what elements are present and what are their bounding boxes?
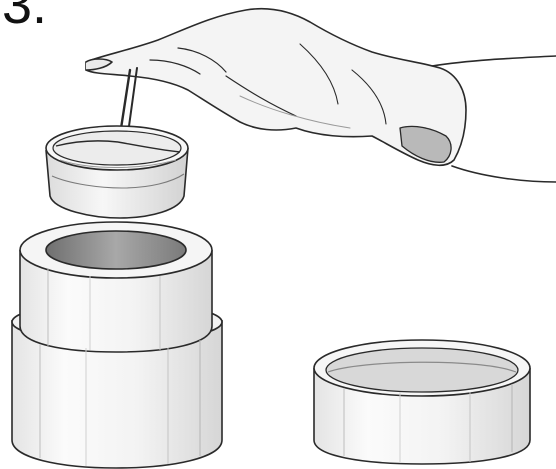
- stacked-cylinder-icon: [12, 222, 222, 468]
- open-ring-container-icon: [314, 340, 530, 464]
- cylinder-opening: [46, 231, 186, 269]
- glove-cuff-line: [432, 56, 556, 66]
- dish-rim-inner: [53, 131, 181, 165]
- glove-cuff-line-lower: [452, 166, 556, 182]
- culture-dish-icon: [46, 126, 188, 218]
- ring-inner: [326, 348, 518, 392]
- step-number: 3.: [2, 0, 47, 32]
